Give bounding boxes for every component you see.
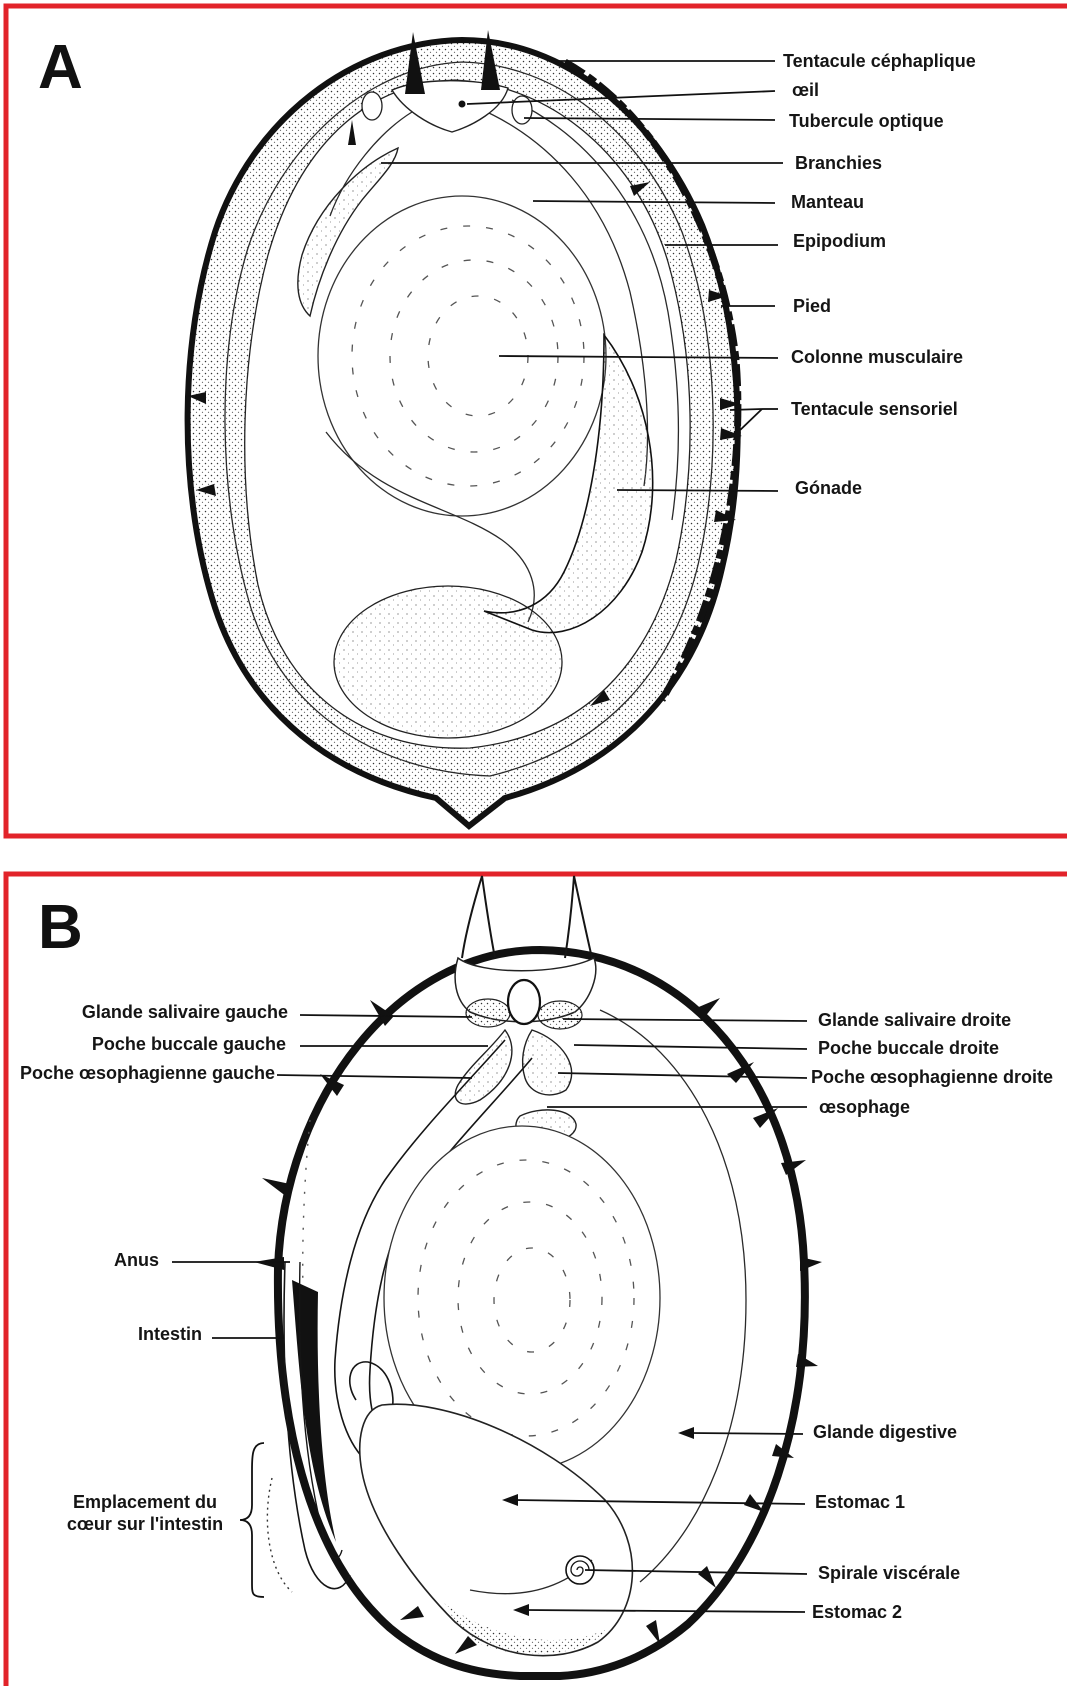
shell-spike-b-10 <box>796 1354 818 1367</box>
label-epipodium: Epipodium <box>793 231 886 251</box>
label-glande-salivaire-gauche: Glande salivaire gauche <box>82 1002 288 1022</box>
panel-b-letter: B <box>38 893 83 962</box>
panel-a-letter: A <box>38 33 83 102</box>
abalone-internal-drawing <box>254 876 822 1676</box>
salivary-gland-left <box>466 999 510 1027</box>
label-tentacule-sensoriel: Tentacule sensoriel <box>791 399 958 419</box>
cephalic-tentacle-b-left <box>462 876 495 958</box>
label-coeur-sur-intestin: cœur sur l'intestin <box>67 1514 223 1534</box>
shell-spike-b-3 <box>262 1178 290 1197</box>
label-oeil: œil <box>792 80 819 100</box>
label-estomac-2: Estomac 2 <box>812 1602 902 1622</box>
label-glande-digestive: Glande digestive <box>813 1422 957 1442</box>
label-branchies: Branchies <box>795 153 882 173</box>
buccal-mass <box>508 980 540 1024</box>
shell-spike-b-9 <box>800 1257 822 1271</box>
label-pied: Pied <box>793 296 831 316</box>
label-spirale-viscerale: Spirale viscérale <box>818 1563 960 1583</box>
eye-stalk-right <box>512 96 532 124</box>
label-glande-salivaire-droite: Glande salivaire droite <box>818 1010 1011 1030</box>
label-oesophage: œsophage <box>819 1097 910 1117</box>
abalone-dorsal-drawing <box>188 30 742 826</box>
brace-emplacement-coeur <box>240 1443 264 1597</box>
shell-spike-b-4 <box>254 1257 284 1270</box>
panel-a: A <box>6 6 1067 836</box>
label-poche-buccale-gauche: Poche buccale gauche <box>92 1034 286 1054</box>
salivary-gland-right <box>538 1001 582 1029</box>
label-poche-oesophagienne-droite: Poche œsophagienne droite <box>811 1067 1053 1087</box>
label-tentacule-cephalique: Tentacule céphaplique <box>783 51 976 71</box>
panel-b: B <box>6 874 1067 1686</box>
label-estomac-1: Estomac 1 <box>815 1492 905 1512</box>
label-manteau: Manteau <box>791 192 864 212</box>
label-tubercule-optique: Tubercule optique <box>789 111 944 131</box>
heart-outline-dotted <box>267 1478 292 1592</box>
label-poche-oesophagienne-gauche: Poche œsophagienne gauche <box>20 1063 275 1083</box>
label-gonade: Gónade <box>795 478 862 498</box>
eye-dot <box>459 101 466 108</box>
leader-line-gonade <box>617 490 778 491</box>
label-anus: Anus <box>114 1250 159 1270</box>
label-emplacement-du: Emplacement du <box>73 1492 217 1512</box>
cephalic-tentacle-b-right <box>565 876 592 958</box>
label-poche-buccale-droite: Poche buccale droite <box>818 1038 999 1058</box>
leader-line-glande-digestive <box>690 1433 803 1434</box>
label-intestin: Intestin <box>138 1324 202 1344</box>
eye-stalk-left <box>362 92 382 120</box>
leader-line-tentacule-sensoriel-branch-1 <box>730 409 762 410</box>
label-colonne-musculaire: Colonne musculaire <box>791 347 963 367</box>
